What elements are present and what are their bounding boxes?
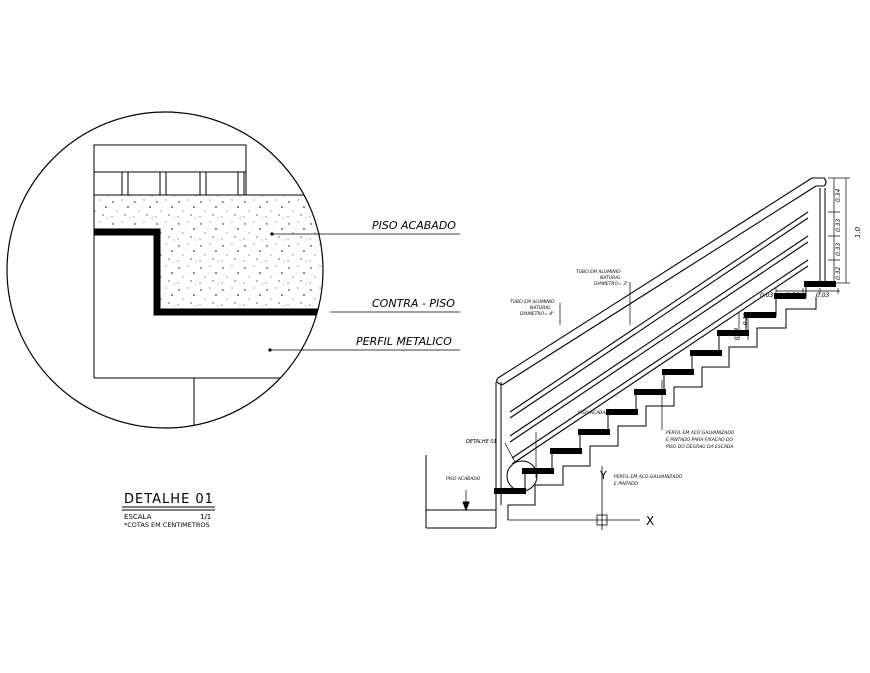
dim-rail-2: 0.33 xyxy=(835,218,842,232)
note-profile-right-2: E PINTADO PARA FIXACAO DO xyxy=(666,437,733,443)
note-profile-right-3: PISO DO DEGRAU DA ESCADA xyxy=(666,444,733,450)
detail-reference-circle xyxy=(506,460,538,492)
note-tube-top-3: DIAMETRO= 3" xyxy=(594,281,628,287)
dim-step-tread: 0.29 xyxy=(743,312,749,325)
detail-title: DETALHE 01 xyxy=(124,492,214,507)
title-block: DETALHE 01 ESCALA 1/1 *COTAS EM CENTIMET… xyxy=(122,492,215,529)
note-tube-top-1: TUBO EM ALUMINIO xyxy=(576,269,621,275)
scale-value: 1/1 xyxy=(200,513,211,521)
dim-total-height: 1.0 xyxy=(854,226,862,238)
intermediate-rails xyxy=(509,211,809,465)
finish-joints xyxy=(121,171,245,196)
handrail xyxy=(496,177,827,386)
note-tube-left-2: NATURAL xyxy=(530,305,551,311)
note-tube-left-1: TUBO EM ALUMINIO xyxy=(510,299,555,305)
dimension-note: *COTAS EM CENTIMETROS xyxy=(124,521,210,529)
label-finished-floor: PISO ACABADO xyxy=(372,219,456,232)
label-metal-profile: PERFIL METALICO xyxy=(356,335,452,348)
note-tube-top-2: NATURAL xyxy=(600,275,621,281)
label-counter-floor: CONTRA - PISO xyxy=(372,297,455,310)
dim-rail-4: 0.32 xyxy=(835,266,842,280)
note-piso-acabado-tread: PISO ACABADO xyxy=(578,410,613,416)
detail-circle: PISO ACABADO CONTRA - PISO PERFIL METALI… xyxy=(6,111,460,429)
dim-rail-1: 0.34 xyxy=(835,188,842,202)
note-detalhe-ref: DETALHE 01 xyxy=(466,439,497,445)
note-profile-bottom-2: E PINTADO xyxy=(614,481,639,487)
note-tube-left-3: DIAMETRO= 4" xyxy=(520,311,554,317)
dim-offset-2: 0.38 xyxy=(786,292,800,299)
stair-treads xyxy=(494,281,836,494)
axis-y-label: Y xyxy=(599,469,607,482)
stair-annotations: TUBO EM ALUMINIO NATURAL DIAMETRO= 3" TU… xyxy=(446,188,862,528)
axis-x-label: X xyxy=(646,514,654,528)
dim-offset-1: 0.03 xyxy=(760,292,774,299)
note-profile-bottom-1: PERFIL EM ACO GALVANIZADO xyxy=(614,474,683,480)
note-piso-acabado-floor: PISO ACABADO xyxy=(446,476,481,482)
rail-dimensions xyxy=(738,177,850,340)
scale-label: ESCALA xyxy=(124,513,152,521)
dim-rail-3: 0.33 xyxy=(835,242,842,256)
metal-profile-outline xyxy=(94,228,323,316)
dim-step-riser: 0.14 xyxy=(734,327,740,340)
note-profile-right-1: PERFIL EM ACO GALVANIZADO xyxy=(666,430,735,436)
dim-offset-3: 0.03 xyxy=(816,292,830,299)
stair-elevation xyxy=(425,177,850,530)
